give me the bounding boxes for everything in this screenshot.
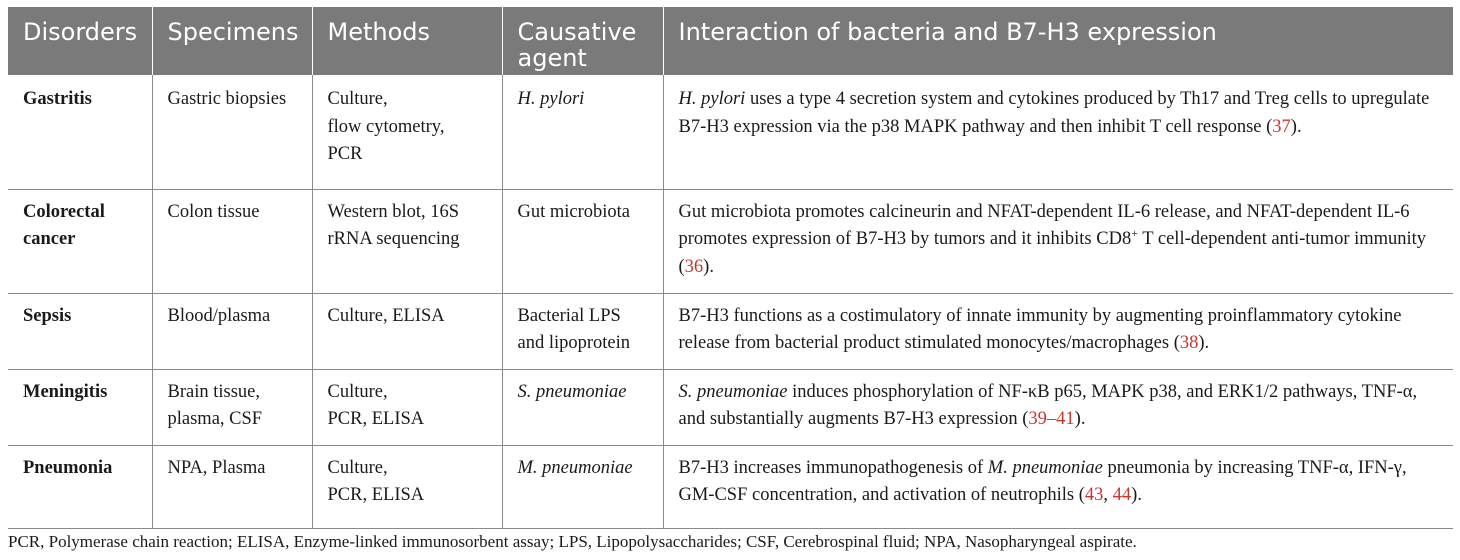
- specimens-cell: NPA, Plasma: [152, 444, 313, 528]
- header-interaction: Interaction of bacteria and B7-H3 expres…: [663, 7, 1453, 75]
- interaction-cell: B7-H3 increases immunopathogenesis of M.…: [663, 444, 1453, 528]
- reference-separator: ,: [1103, 485, 1113, 505]
- organism-name: H. pylori: [678, 89, 746, 109]
- interaction-text: ).: [703, 256, 714, 277]
- interaction-cell: H. pylori uses a type 4 secretion system…: [663, 75, 1453, 189]
- methods-line: rRNA sequencing: [327, 229, 460, 249]
- interaction-text: ).: [1074, 409, 1086, 429]
- methods-cell: Culture, flow cytometry, PCR: [312, 75, 503, 189]
- interaction-text: B7-H3 increases immunopathogenesis of: [678, 457, 988, 478]
- table-body: Gastritis Gastric biopsies Culture, flow …: [8, 75, 1453, 528]
- interaction-text: ).: [1198, 333, 1210, 353]
- agent-cell: S. pneumoniae: [502, 368, 664, 445]
- interaction-text: pneumonia by increasing TNF-α, IFN-γ, GM…: [678, 457, 1407, 506]
- methods-cell: Culture, PCR, ELISA: [312, 444, 503, 528]
- interaction-cell: S. pneumoniae induces phosphorylation of…: [663, 368, 1453, 445]
- superscript-plus: +: [1131, 226, 1138, 240]
- specimens-cell: Brain tissue, plasma, CSF: [152, 368, 313, 445]
- agent-line: Bacterial LPS: [517, 305, 621, 326]
- interaction-text: ).: [1131, 485, 1142, 505]
- specimens-cell: Blood/plasma: [152, 292, 313, 369]
- methods-line: PCR: [327, 144, 363, 164]
- methods-line: flow cytometry,: [327, 116, 445, 137]
- reference-link[interactable]: 39–41: [1028, 409, 1075, 429]
- disorder-cell: Pneumonia: [8, 444, 153, 528]
- specimens-line: plasma, CSF: [167, 409, 263, 429]
- specimens-cell: Colon tissue: [152, 188, 313, 293]
- methods-cell: Culture, ELISA: [312, 292, 503, 369]
- disorder-cell: Gastritis: [8, 75, 153, 189]
- methods-line: Western blot, 16S: [327, 201, 460, 222]
- disorder-cell: Sepsis: [8, 292, 153, 369]
- agent-cell: Bacterial LPS and lipoprotein: [502, 292, 664, 369]
- agent-line: and lipoprotein: [517, 333, 631, 353]
- methods-cell: Western blot, 16S rRNA sequencing: [312, 188, 503, 293]
- methods-line: Culture,: [327, 89, 388, 109]
- methods-line: Culture,: [327, 457, 388, 478]
- table-row: Sepsis Blood/plasma Culture, ELISA Bacte…: [8, 292, 1453, 369]
- header-disorders: Disorders: [8, 7, 153, 75]
- reference-link[interactable]: 43: [1084, 485, 1104, 505]
- reference-link[interactable]: 38: [1179, 333, 1199, 353]
- disorder-cell: Meningitis: [8, 368, 153, 445]
- interaction-text: ).: [1290, 116, 1302, 137]
- agent-cell: Gut microbiota: [502, 188, 664, 293]
- methods-line: Culture,: [327, 381, 388, 402]
- disorder-cell: Colorectal cancer: [8, 188, 153, 293]
- interaction-text: B7-H3 functions as a costimulatory of in…: [678, 305, 1402, 354]
- interaction-cell: Gut microbiota promotes calcineurin and …: [663, 188, 1453, 293]
- table-row: Pneumonia NPA, Plasma Culture, PCR, ELISA…: [8, 444, 1453, 528]
- header-methods: Methods: [312, 7, 503, 75]
- interaction-text: Gut microbiota promotes calcineurin and …: [678, 201, 1410, 250]
- interaction-text: induces phosphorylation of NF-κB p65, MA…: [678, 381, 1418, 430]
- reference-link[interactable]: 44: [1112, 485, 1132, 505]
- table-footnote: PCR, Polymerase chain reaction; ELISA, E…: [8, 532, 1137, 551]
- interaction-text: T cell-dependent anti-tumor immunity (: [678, 229, 1427, 277]
- table-row: Meningitis Brain tissue, plasma, CSF Cult…: [8, 368, 1453, 445]
- specimens-line: Brain tissue,: [167, 381, 261, 402]
- agent-cell: M. pneumoniae: [502, 444, 664, 528]
- methods-line: PCR, ELISA: [327, 485, 425, 505]
- table-row: Colorectal cancer Colon tissue Western b…: [8, 188, 1453, 293]
- header-row: Disorders Specimens Methods Causative ag…: [8, 7, 1453, 75]
- header-causative-agent: Causative agent: [502, 7, 664, 75]
- bacteria-b7h3-table: Disorders Specimens Methods Causative ag…: [8, 7, 1453, 529]
- table-header: Disorders Specimens Methods Causative ag…: [8, 7, 1453, 75]
- reference-link[interactable]: 37: [1272, 116, 1291, 137]
- agent-cell: H. pylori: [502, 75, 664, 189]
- organism-name: M. pneumoniae: [987, 457, 1103, 478]
- specimens-cell: Gastric biopsies: [152, 75, 313, 189]
- interaction-text: uses a type 4 secretion system and cytok…: [678, 89, 1430, 137]
- header-specimens: Specimens: [152, 7, 313, 75]
- methods-line: PCR, ELISA: [327, 409, 425, 429]
- reference-link[interactable]: 36: [684, 256, 704, 277]
- table-row: Gastritis Gastric biopsies Culture, flow …: [8, 75, 1453, 189]
- organism-name: S. pneumoniae: [678, 381, 788, 402]
- methods-cell: Culture, PCR, ELISA: [312, 368, 503, 445]
- interaction-cell: B7-H3 functions as a costimulatory of in…: [663, 292, 1453, 369]
